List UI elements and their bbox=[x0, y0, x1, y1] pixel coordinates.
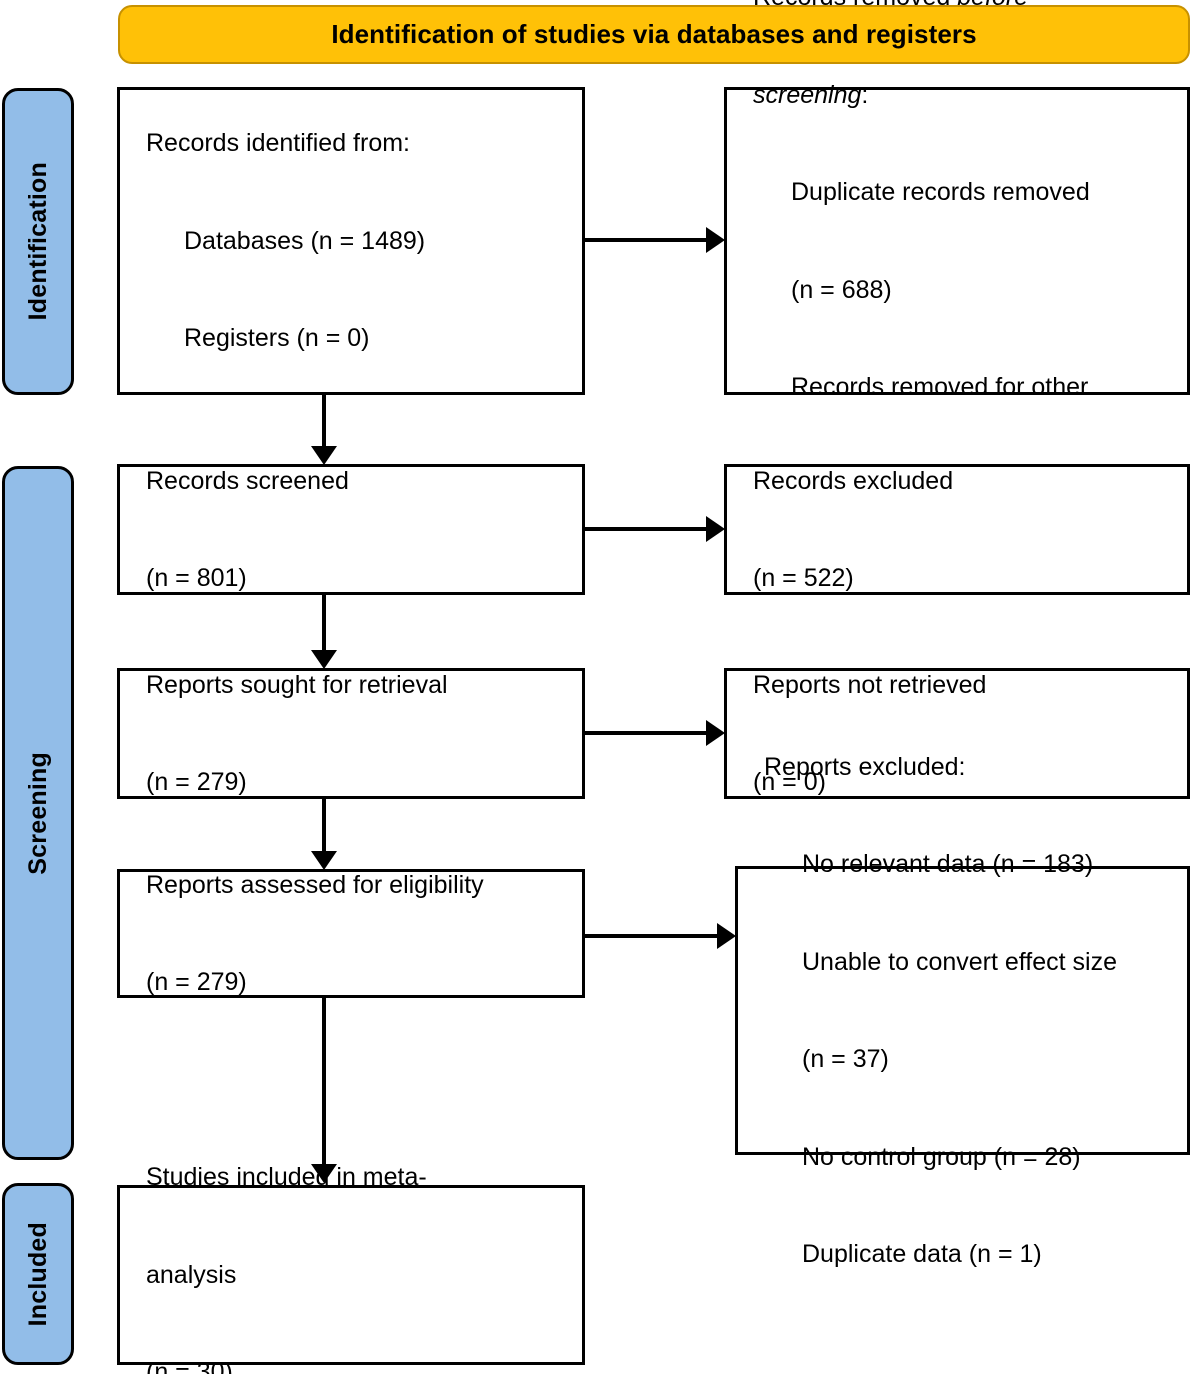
box-reports-assessed-text: Reports assessed for eligibility (n = 27… bbox=[120, 804, 582, 1064]
box-studies-included: Studies included in meta- analysis (n = … bbox=[117, 1163, 585, 1374]
box-records-screened: Records screened (n = 801) bbox=[117, 464, 585, 595]
reports-excluded-line-4: (n = 37) bbox=[802, 1045, 889, 1073]
connector-screened-to-excluded bbox=[585, 527, 708, 531]
records-removed-line-2-emphasis: screening bbox=[753, 80, 862, 109]
stage-bar-included: Included bbox=[2, 1183, 74, 1365]
studies-included-line-2: analysis bbox=[146, 1260, 237, 1289]
box-reports-sought-text: Reports sought for retrieval (n = 279) bbox=[120, 604, 582, 864]
records-removed-line-1-prefix: Records removed bbox=[753, 0, 957, 11]
box-reports-excluded-text: Reports excluded: No relevant data (n = … bbox=[738, 686, 1187, 1336]
arrowhead-identified-to-removed bbox=[706, 227, 725, 253]
box-records-identified: Records identified from: Databases (n = … bbox=[117, 87, 585, 395]
reports-not-retrieved-line-2: (n = 0) bbox=[753, 768, 826, 796]
records-removed-line-1: Records removed before bbox=[753, 0, 1187, 14]
records-screened-line-1: Records screened bbox=[146, 466, 349, 495]
stage-bar-screening: Screening bbox=[2, 466, 74, 1160]
reports-excluded-line-3: Unable to convert effect size bbox=[802, 947, 1117, 976]
reports-sought-line-2: (n = 279) bbox=[146, 768, 247, 796]
reports-excluded-line-6: Duplicate data (n = 1) bbox=[802, 1240, 1042, 1268]
box-reports-sought-for-retrieval: Reports sought for retrieval (n = 279) bbox=[117, 668, 585, 799]
banner-identification-via-databases: Identification of studies via databases … bbox=[118, 5, 1190, 64]
reports-assessed-line-2: (n = 279) bbox=[146, 968, 247, 996]
reports-excluded-line-2: No relevant data (n = 183) bbox=[802, 850, 1094, 878]
studies-included-line-3: (n = 30) bbox=[146, 1358, 233, 1374]
records-removed-line-4: (n = 688) bbox=[791, 275, 892, 304]
stage-bar-identification: Identification bbox=[2, 88, 74, 395]
stage-label-screening: Screening bbox=[23, 751, 52, 875]
connector-assessed-to-reports-excluded bbox=[585, 934, 719, 938]
box-records-excluded: Records excluded (n = 522) bbox=[724, 464, 1190, 595]
stage-label-included: Included bbox=[23, 1221, 52, 1327]
box-records-screened-text: Records screened (n = 801) bbox=[120, 400, 582, 660]
box-records-excluded-text: Records excluded (n = 522) bbox=[727, 400, 1187, 660]
connector-sought-to-not-retrieved bbox=[585, 731, 708, 735]
box-reports-not-retrieved-text: Reports not retrieved (n = 0) bbox=[727, 604, 1187, 864]
records-identified-line-3: Registers (n = 0) bbox=[184, 324, 370, 353]
records-removed-line-2: screening: bbox=[753, 79, 1187, 112]
reports-excluded-line-1: Reports excluded: bbox=[764, 752, 966, 781]
connector-assessed-to-included bbox=[322, 998, 326, 1168]
records-removed-line-1-emphasis: before bbox=[957, 0, 1028, 11]
arrowhead-screened-to-excluded bbox=[706, 516, 725, 542]
arrowhead-assessed-to-included bbox=[311, 1164, 337, 1183]
arrowhead-sought-to-not-retrieved bbox=[706, 720, 725, 746]
box-records-removed-before-screening: Records removed before screening: Duplic… bbox=[724, 0, 1190, 499]
records-screened-line-2: (n = 801) bbox=[146, 564, 247, 592]
records-excluded-line-2: (n = 522) bbox=[753, 564, 854, 592]
box-reports-excluded: Reports excluded: No relevant data (n = … bbox=[735, 753, 1190, 1268]
stage-label-identification: Identification bbox=[23, 162, 52, 321]
connector-screened-to-sought bbox=[322, 595, 326, 654]
reports-sought-line-1: Reports sought for retrieval bbox=[146, 670, 448, 699]
records-removed-line-3: Duplicate records removed bbox=[791, 178, 1090, 206]
box-reports-assessed-for-eligibility: Reports assessed for eligibility (n = 27… bbox=[117, 869, 585, 998]
records-excluded-line-1: Records excluded bbox=[753, 466, 954, 495]
box-reports-not-retrieved: Reports not retrieved (n = 0) bbox=[724, 668, 1190, 799]
reports-excluded-line-5: No control group (n = 28) bbox=[802, 1142, 1081, 1171]
arrowhead-sought-to-assessed bbox=[311, 851, 337, 870]
studies-included-line-1: Studies included in meta- bbox=[146, 1163, 427, 1192]
box-studies-included-text: Studies included in meta- analysis (n = … bbox=[120, 1096, 582, 1374]
arrowhead-identified-to-screened bbox=[311, 446, 337, 465]
records-removed-line-5: Records removed for other bbox=[791, 373, 1089, 401]
banner-title: Identification of studies via databases … bbox=[331, 19, 977, 49]
records-identified-line-1: Records identified from: bbox=[146, 129, 411, 158]
reports-assessed-line-1: Reports assessed for eligibility bbox=[146, 870, 484, 899]
records-identified-line-2: Databases (n = 1489) bbox=[184, 226, 426, 255]
reports-not-retrieved-line-1: Reports not retrieved bbox=[753, 670, 987, 699]
connector-sought-to-assessed bbox=[322, 799, 326, 855]
arrowhead-assessed-to-reports-excluded bbox=[717, 923, 736, 949]
connector-identified-to-removed bbox=[585, 238, 708, 242]
box-records-removed-text: Records removed before screening: Duplic… bbox=[727, 0, 1187, 566]
arrowhead-screened-to-sought bbox=[311, 650, 337, 669]
box-records-identified-text: Records identified from: Databases (n = … bbox=[120, 62, 582, 420]
records-removed-line-2-suffix: : bbox=[861, 80, 869, 109]
connector-identified-to-screened bbox=[322, 395, 326, 450]
